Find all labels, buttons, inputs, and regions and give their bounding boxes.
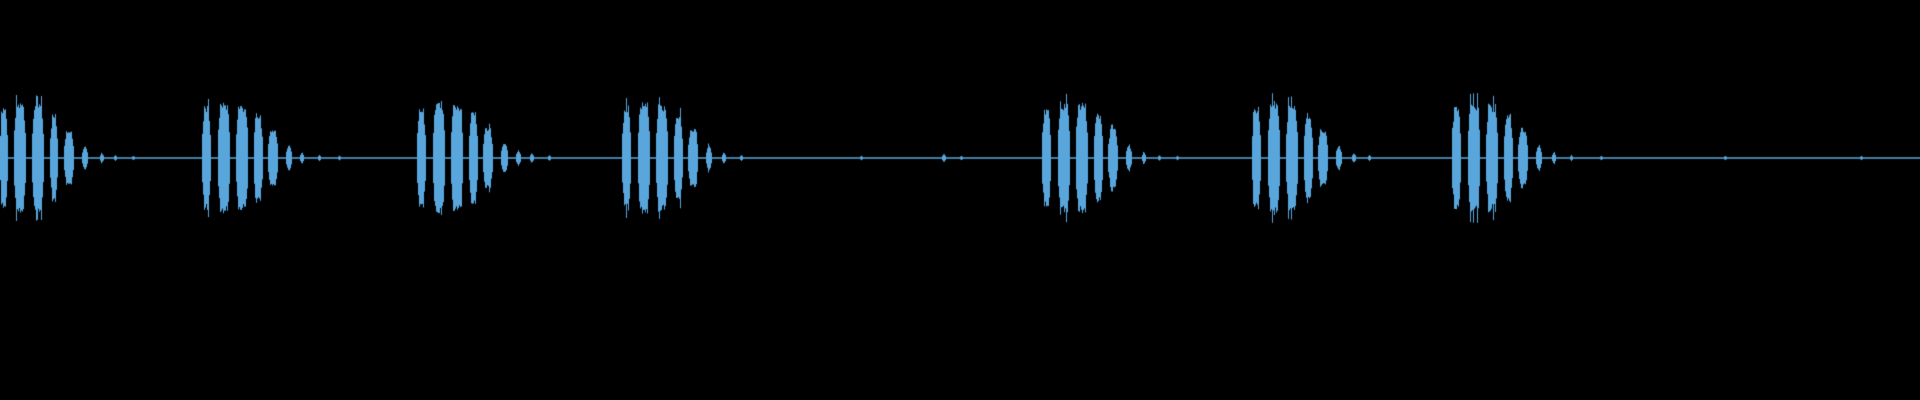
waveform-container — [0, 0, 1920, 400]
waveform-canvas — [0, 0, 1920, 400]
